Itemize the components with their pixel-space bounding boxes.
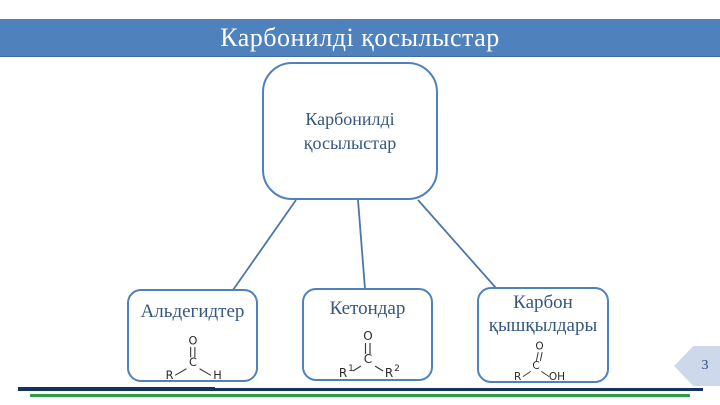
atom-carbon: C	[363, 352, 371, 366]
page-number-badge: 3	[674, 346, 720, 386]
atom-hydrogen: H	[213, 369, 221, 380]
atom-oxygen: O	[188, 334, 197, 347]
node-acids-label: Карбон қышқылдары	[488, 292, 598, 336]
single-bond-line	[540, 370, 550, 378]
title-bar: Карбонилді қосылыстар	[0, 19, 720, 57]
single-bond-line	[374, 365, 383, 372]
double-bond-line	[535, 352, 539, 361]
slide-title: Карбонилді қосылыстар	[220, 22, 500, 52]
node-ketones-label: Кетондар	[329, 298, 406, 319]
group-r2-superscript: 2	[394, 364, 400, 374]
group-oh: OH	[549, 371, 565, 381]
single-bond-line	[174, 368, 187, 376]
node-aldehydes-label: Альдегидтер	[140, 301, 245, 322]
acid-structure-drawing: O C R OH	[514, 341, 565, 382]
atom-oxygen: O	[363, 329, 372, 343]
diagram-node-aldehydes: Альдегидтер O C R H	[127, 289, 258, 382]
diagram-node-ketones: Кетондар O C R 1 R 2	[302, 288, 433, 381]
double-bond-line	[539, 352, 543, 361]
diagram-node-carboxylic-acids: Карбон қышқылдары O C R OH	[477, 287, 609, 383]
ketone-structure-drawing: O C R 1 R 2	[338, 329, 400, 378]
page-number: 3	[701, 358, 709, 373]
group-r1: R	[338, 366, 346, 378]
footer-rule-green	[30, 394, 690, 397]
connector-root-to-acids	[417, 199, 497, 289]
node-root-label: Карбонилді қосылыстар	[303, 109, 397, 153]
atom-carbon: C	[532, 360, 539, 372]
atom-oxygen: O	[535, 341, 543, 353]
connector-root-to-aldehydes	[232, 199, 297, 291]
atom-carbon: C	[189, 356, 197, 369]
group-r1-superscript: 1	[348, 364, 354, 374]
footer-rule-navy-right	[215, 388, 703, 391]
aldehyde-structure-drawing: O C R H	[165, 334, 221, 380]
group-r: R	[165, 369, 173, 380]
group-r: R	[514, 371, 521, 381]
connector-root-to-ketones	[357, 199, 366, 290]
single-bond-line	[522, 370, 532, 378]
diagram-node-root: Карбонилді қосылыстар	[262, 62, 438, 200]
group-r2: R	[384, 366, 392, 378]
single-bond-line	[352, 365, 361, 372]
footer-rule-navy-left	[18, 387, 215, 391]
single-bond-line	[198, 368, 211, 376]
